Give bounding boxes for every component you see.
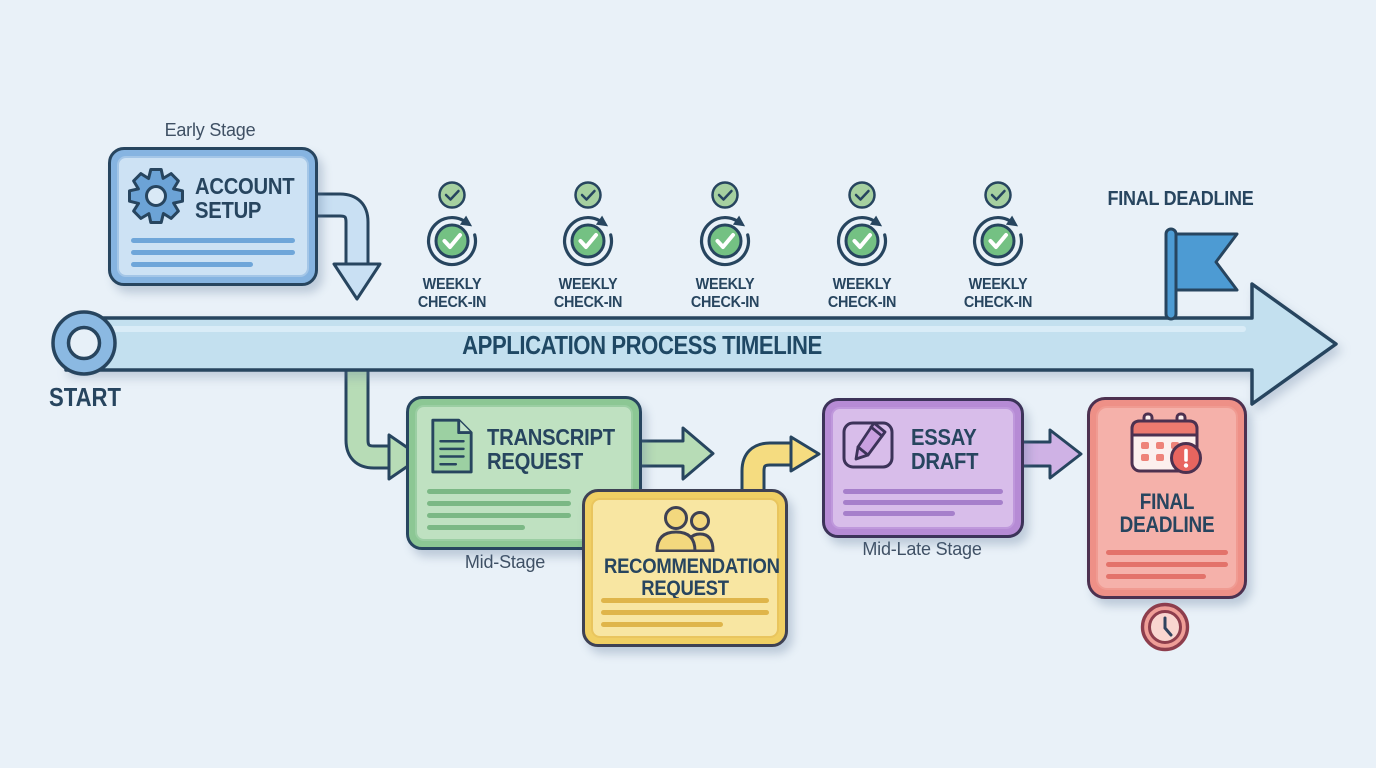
text-line	[427, 513, 571, 518]
recommendation-request-card: RECOMMENDATION REQUEST	[582, 489, 788, 647]
weekly-checkin-label: WEEKLY CHECK-IN	[553, 276, 623, 311]
account-setup-card: ACCOUNT SETUP	[108, 147, 318, 286]
weekly-checkin-marker: WEEKLY CHECK-IN	[397, 180, 507, 312]
final-deadline-card: FINAL DEADLINE	[1087, 397, 1247, 599]
gear-icon	[128, 168, 184, 224]
document-icon	[431, 418, 473, 474]
recommendation-request-title: RECOMMENDATION REQUEST	[604, 555, 780, 601]
timeline-title: APPLICATION PROCESS TIMELINE	[462, 330, 822, 360]
text-line	[601, 598, 769, 603]
essay-to-final-arrow	[1016, 428, 1083, 480]
weekly-checkin-marker: WEEKLY CHECK-IN	[533, 180, 643, 312]
weekly-checkin-marker: WEEKLY CHECK-IN	[943, 180, 1053, 312]
text-line	[131, 238, 295, 243]
weekly-checkin-label: WEEKLY CHECK-IN	[417, 276, 487, 311]
refresh-check-icon	[699, 181, 751, 267]
text-line	[427, 501, 571, 506]
text-line	[601, 622, 723, 627]
calendar-alert-icon	[1130, 412, 1202, 474]
transcript-to-recommendation-arrow	[635, 426, 715, 481]
text-line	[601, 610, 769, 615]
pencil-icon	[842, 421, 894, 469]
people-icon	[655, 506, 715, 552]
deadline-flag-icon	[1164, 227, 1239, 321]
text-line	[427, 489, 571, 494]
account-to-timeline-arrow	[312, 192, 382, 301]
text-line	[843, 500, 1003, 505]
final-deadline-flag-label: FINAL DEADLINE	[1107, 188, 1254, 210]
text-line	[843, 511, 955, 516]
mid-stage-label: Mid-Stage	[464, 552, 546, 572]
mid-late-stage-label: Mid-Late Stage	[862, 539, 982, 559]
weekly-checkin-label: WEEKLY CHECK-IN	[963, 276, 1033, 311]
weekly-checkin-marker: WEEKLY CHECK-IN	[807, 180, 917, 312]
essay-draft-title: ESSAY DRAFT	[911, 424, 979, 475]
timeline-arrow-bar	[64, 282, 1338, 406]
timeline-to-transcript-arrow	[344, 366, 423, 481]
recommendation-to-essay-arrow	[740, 435, 821, 492]
text-line	[131, 262, 253, 267]
refresh-check-icon	[426, 181, 478, 267]
account-setup-title: ACCOUNT SETUP	[195, 173, 295, 224]
text-line	[131, 250, 295, 255]
essay-draft-card: ESSAY DRAFT	[822, 398, 1024, 538]
weekly-checkin-label: WEEKLY CHECK-IN	[690, 276, 760, 311]
text-line	[427, 525, 525, 530]
refresh-check-icon	[972, 181, 1024, 267]
text-line	[1106, 562, 1228, 567]
refresh-check-icon	[562, 181, 614, 267]
refresh-check-icon	[836, 181, 888, 267]
weekly-checkin-marker: WEEKLY CHECK-IN	[670, 180, 780, 312]
early-stage-label: Early Stage	[164, 120, 256, 140]
start-ring-icon	[51, 310, 117, 376]
weekly-checkin-label: WEEKLY CHECK-IN	[827, 276, 897, 311]
start-label: START	[48, 382, 122, 412]
text-line	[1106, 574, 1206, 579]
text-line	[1106, 550, 1228, 555]
final-deadline-title: FINAL DEADLINE	[1119, 489, 1215, 538]
text-line	[843, 489, 1003, 494]
clock-icon	[1140, 602, 1190, 652]
transcript-request-title: TRANSCRIPT REQUEST	[487, 424, 615, 475]
